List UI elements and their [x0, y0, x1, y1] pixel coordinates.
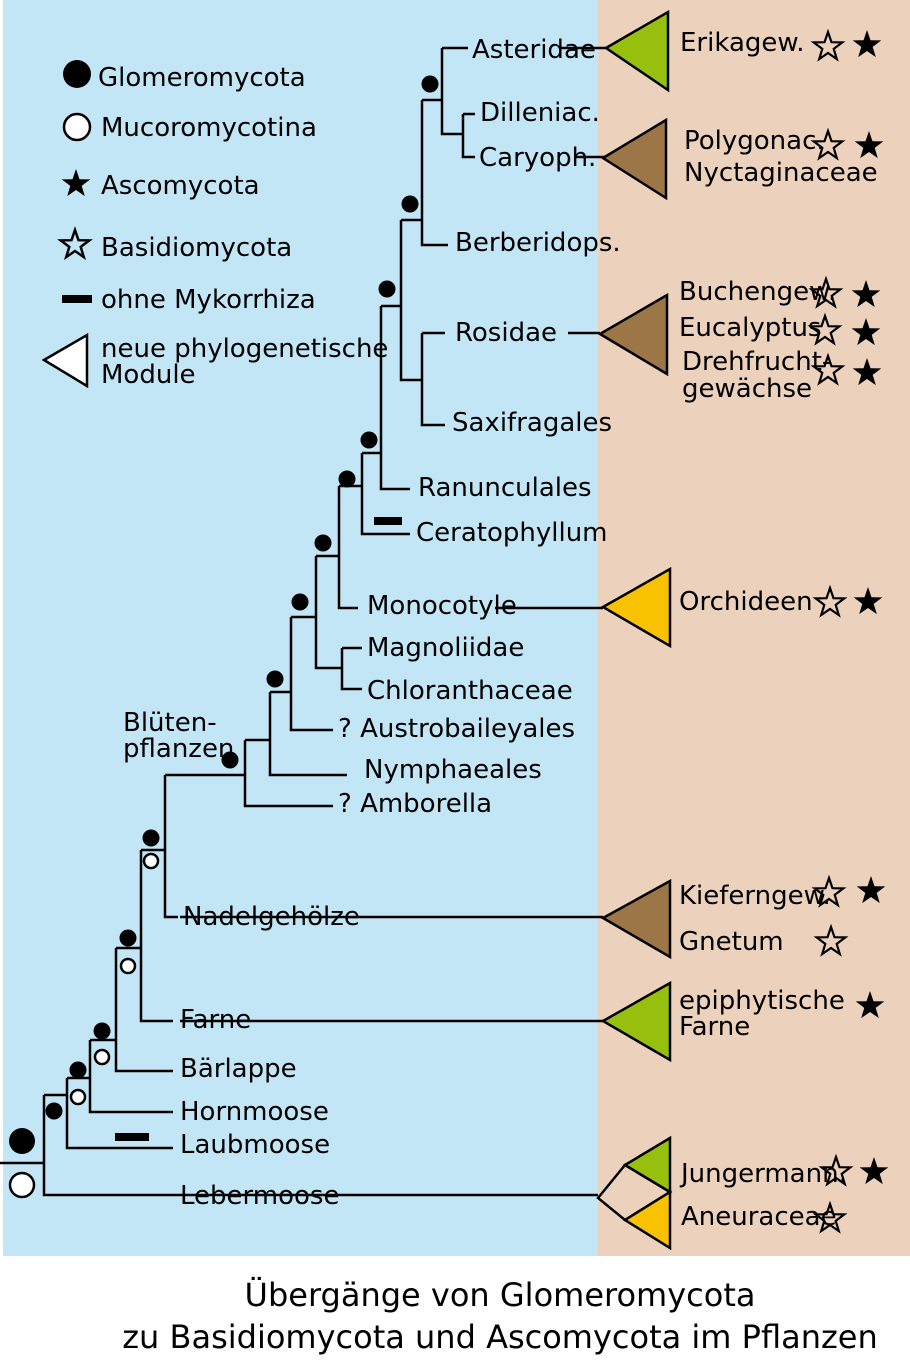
module-jungermanniales-label: Jungermann. — [679, 1159, 847, 1189]
filled-circle-icon — [119, 929, 137, 947]
module-eucalyptus-label: Eucalyptus — [679, 313, 821, 343]
mucoromycotina-markers — [8, 852, 160, 1199]
taxon-mosses: Laubmoose — [180, 1130, 330, 1160]
filled-circle-icon — [291, 593, 309, 611]
legend-no-mycorrhiza-label: ohne Mykorrhiza — [101, 285, 316, 315]
module-pinaceae-label: Kieferngew. — [679, 881, 831, 911]
clade-label-flowering-plants-line1: Blüten- — [123, 708, 217, 738]
module-malpighiales-label-line2: gewächse — [682, 374, 812, 404]
taxon-hornworts: Hornmoose — [180, 1097, 329, 1127]
bar-icon — [62, 295, 92, 303]
module-triangle-conifers — [600, 878, 672, 960]
filled-circle-icon — [266, 670, 284, 688]
module-triangle-caryophyllales — [600, 117, 668, 201]
bar-icon — [374, 517, 402, 525]
taxon-labels: Asteridae Dilleniac. Caryoph. Berberidop… — [123, 35, 621, 1211]
clade-label-flowering-plants-line2: pflanzen — [123, 734, 234, 764]
module-triangle-ericaceae — [603, 9, 670, 93]
taxon-conifers: Nadelgehölze — [183, 902, 360, 932]
open-circle-icon — [62, 112, 92, 142]
filled-circle-icon — [63, 60, 91, 88]
filled-circle-icon — [338, 470, 356, 488]
tree-branches — [0, 46, 673, 1222]
caption-line1: Übergänge von Glomeromycota — [244, 1276, 756, 1314]
taxon-asteridae: Asteridae — [472, 35, 596, 65]
legend-modules-label-line1: neue phylogenetische — [101, 334, 388, 364]
taxon-ferns: Farne — [180, 1005, 251, 1035]
taxon-clubmosses: Bärlappe — [180, 1054, 297, 1084]
filled-circle-icon — [421, 75, 439, 93]
taxon-berberidopsidales: Berberidops. — [455, 228, 621, 258]
module-orchids-label: Orchideen — [679, 587, 813, 617]
phylogenetic-module-triangles — [597, 9, 672, 1251]
module-ericaceae-label: Erikagew. — [680, 28, 805, 58]
module-epiphytic-ferns-label-line1: epiphytische — [679, 986, 845, 1016]
taxon-dilleniaceae: Dilleniac. — [480, 98, 600, 128]
plant-tree-panel — [3, 0, 598, 1256]
filled-circle-icon — [360, 431, 378, 449]
open-circle-icon — [119, 957, 137, 975]
filled-circle-icon — [142, 829, 160, 847]
taxon-chloranthaceae: Chloranthaceae — [367, 676, 573, 706]
legend: Glomeromycota Mucoromycotina Ascomycota … — [41, 60, 388, 390]
taxon-monocotyle: Monocotyle — [367, 591, 517, 621]
glomeromycota-markers — [9, 75, 439, 1154]
module-triangle-orchids — [600, 566, 672, 649]
legend-mucoromycotina-label: Mucoromycotina — [101, 113, 317, 143]
taxon-caryophyllales: Caryoph. — [479, 143, 596, 173]
legend-ascomycota-label: Ascomycota — [101, 171, 260, 201]
open-circle-icon — [8, 1171, 36, 1199]
filled-circle-icon — [9, 1128, 35, 1154]
caption-line2: zu Basidiomycota und Ascomycota im Pflan… — [122, 1318, 878, 1356]
no-mycorrhiza-markers — [115, 517, 402, 1141]
taxon-austrobaileyales: ? Austrobaileyales — [338, 714, 575, 744]
legend-glomeromycota-label: Glomeromycota — [98, 63, 306, 93]
module-nyctaginaceae-label: Nyctaginaceae — [684, 158, 878, 188]
taxon-saxifragales: Saxifragales — [452, 408, 612, 438]
module-triangle-rosidae — [597, 292, 669, 377]
bar-icon — [115, 1133, 149, 1141]
taxon-ranunculales: Ranunculales — [418, 473, 592, 503]
filled-circle-icon — [314, 534, 332, 552]
module-triangle-ferns — [600, 980, 672, 1063]
open-circle-icon — [142, 852, 160, 870]
taxon-rosidae: Rosidae — [455, 318, 557, 348]
filled-circle-icon — [401, 195, 419, 213]
filled-circle-icon — [221, 751, 239, 769]
taxon-amborella: ? Amborella — [338, 789, 492, 819]
module-triangle-aneuraceae — [622, 1189, 672, 1251]
module-fagaceae-label: Buchengew. — [679, 277, 836, 307]
taxon-liverworts: Lebermoose — [180, 1181, 339, 1211]
module-polygonaceae-label: Polygonac. — [684, 126, 825, 156]
open-circle-icon — [69, 1088, 87, 1106]
taxon-ceratophyllum: Ceratophyllum — [416, 518, 608, 548]
module-epiphytic-ferns-label-line2: Farne — [679, 1012, 750, 1042]
module-gnetum-label: Gnetum — [679, 927, 784, 957]
filled-circle-icon — [93, 1022, 111, 1040]
open-circle-icon — [93, 1048, 111, 1066]
filled-circle-icon — [69, 1061, 87, 1079]
module-triangle-jungermanniales — [622, 1135, 672, 1195]
module-malpighiales-label-line1: Drehfrucht- — [682, 347, 831, 377]
filled-circle-icon — [378, 280, 396, 298]
triangle-icon — [41, 332, 89, 389]
filled-circle-icon — [45, 1102, 63, 1120]
legend-modules-label-line2: Module — [101, 360, 196, 390]
taxon-nymphaeales: Nymphaeales — [364, 755, 542, 785]
module-aneuraceae-label: Aneuraceae — [681, 1202, 837, 1232]
legend-basidiomycota-label: Basidiomycota — [101, 233, 292, 263]
module-labels: Erikagew. Polygonac. Nyctaginaceae Buche… — [679, 28, 878, 1232]
taxon-magnoliidae: Magnoliidae — [367, 633, 524, 663]
